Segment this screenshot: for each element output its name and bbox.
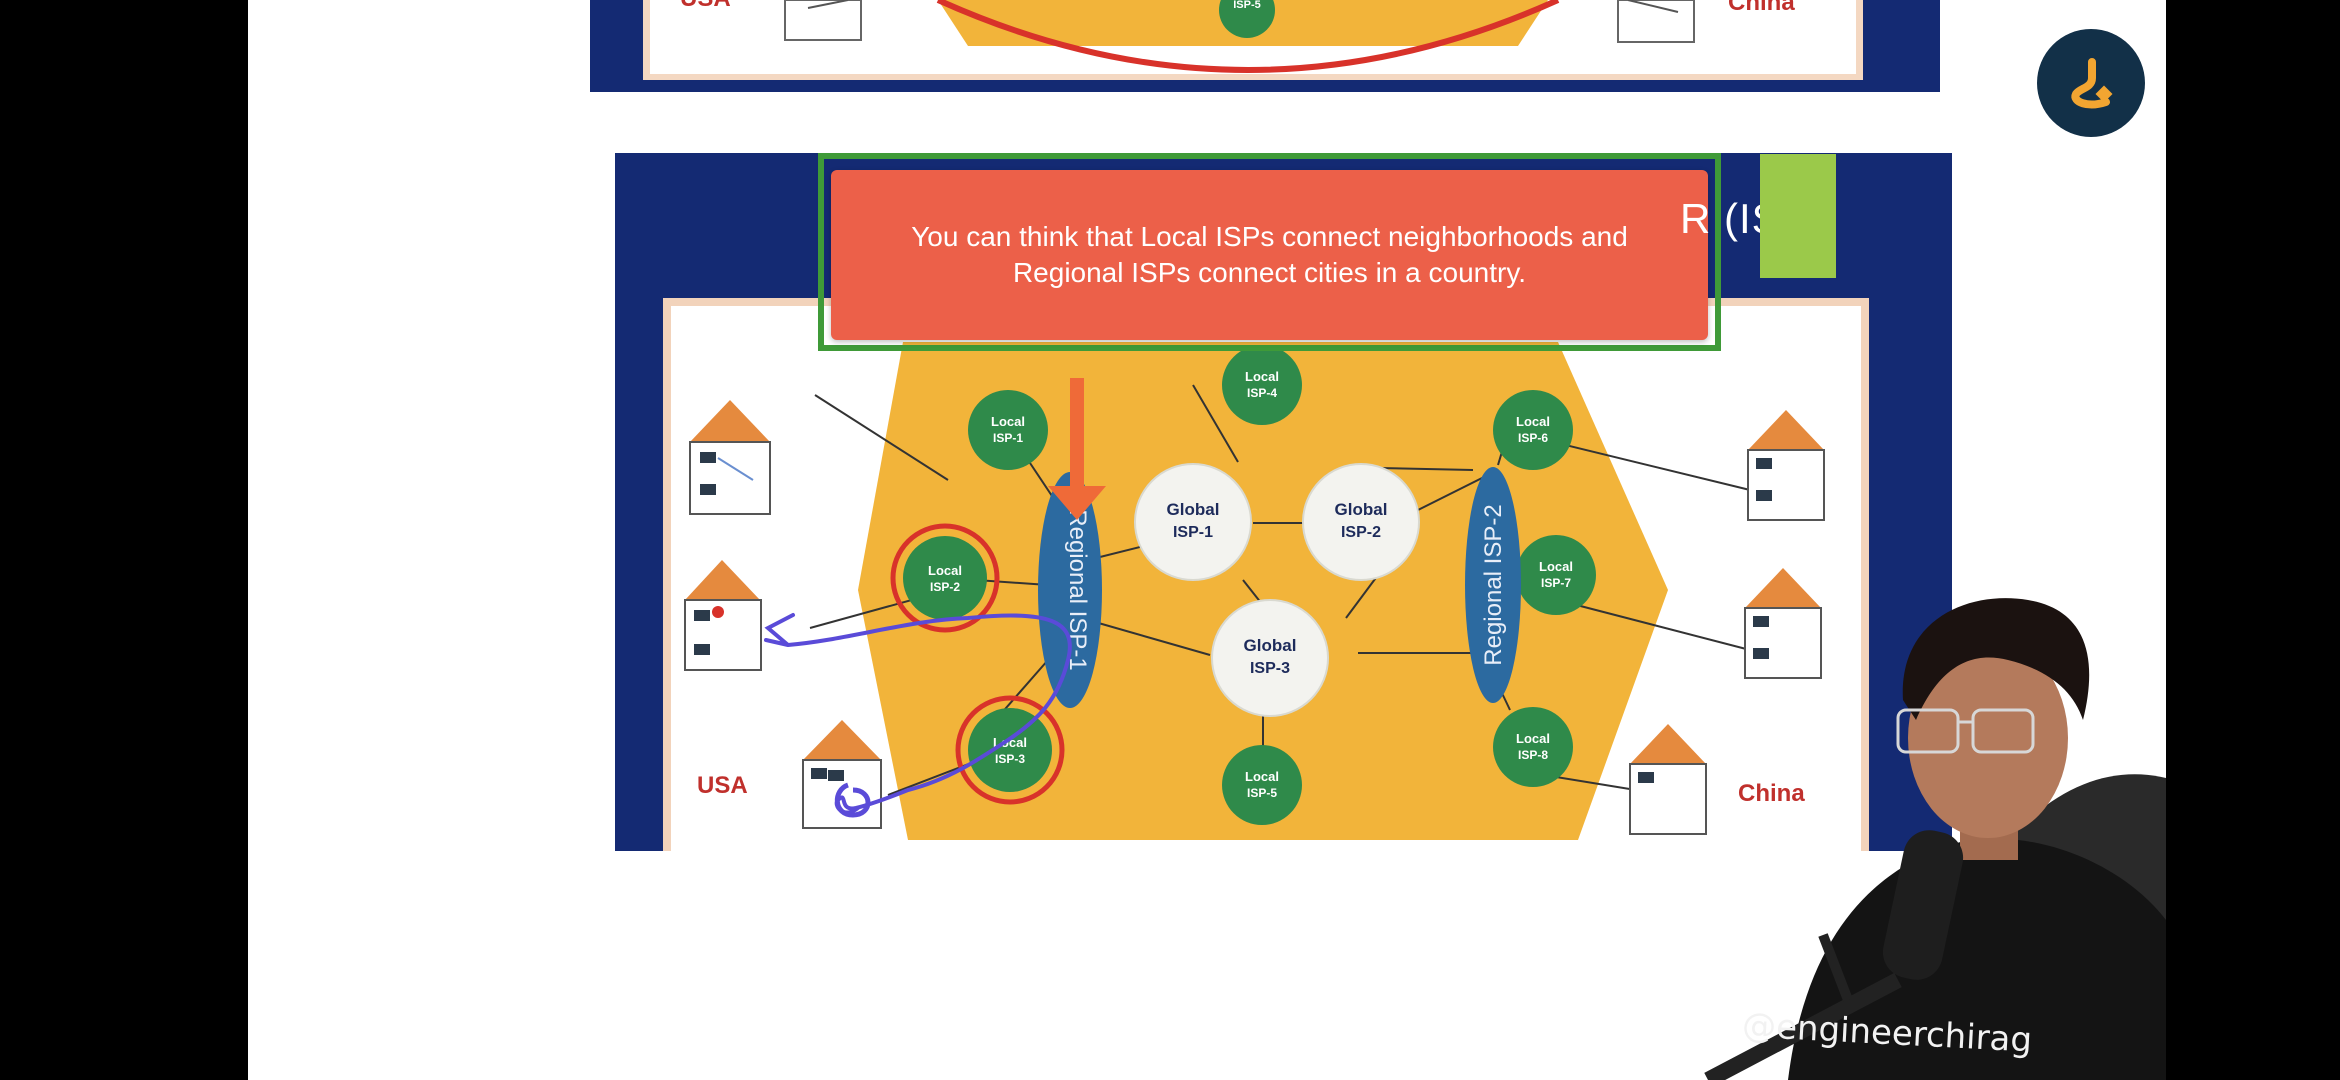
callout-text: You can think that Local ISPs connect ne…	[911, 221, 1628, 288]
svg-text:Local: Local	[1245, 369, 1279, 384]
house-icon	[1747, 410, 1825, 521]
video-frame: ISP-5 USA China	[248, 0, 2166, 1080]
china-label: China	[1738, 780, 1805, 807]
computer-icon	[811, 768, 827, 779]
svg-text:ISP-3: ISP-3	[995, 752, 1025, 766]
computer-icon	[694, 644, 710, 655]
computer-icon	[700, 452, 716, 463]
computer-icon	[1753, 648, 1769, 659]
slides-canvas: ISP-5 USA China	[590, 0, 2166, 1080]
usa-label: USA	[697, 772, 748, 799]
svg-text:Local: Local	[991, 414, 1025, 429]
house-icon	[784, 0, 862, 41]
glasses-left	[1896, 708, 1960, 754]
svg-text:ISP-1: ISP-1	[1173, 524, 1213, 541]
callout-box: You can think that Local ISPs connect ne…	[831, 170, 1708, 340]
svg-text:Local: Local	[928, 563, 962, 578]
computer-icon	[1753, 616, 1769, 627]
svg-text:ISP-6: ISP-6	[1518, 431, 1548, 445]
local-isp-1-node: Local ISP-1	[968, 390, 1048, 470]
house-icon	[689, 400, 771, 515]
svg-text:ISP-3: ISP-3	[1250, 660, 1290, 677]
house-icon	[684, 560, 762, 671]
computer-icon	[1756, 458, 1772, 469]
regional-isp-1-node: Regional ISP-1	[1038, 472, 1102, 708]
svg-text:Global: Global	[1244, 636, 1297, 655]
top-slide-node-label: ISP-5	[1233, 0, 1261, 11]
local-isp-4-node: Local ISP-4	[1222, 345, 1302, 425]
svg-text:Regional ISP-2: Regional ISP-2	[1480, 504, 1507, 665]
presenter-hair	[1902, 598, 2090, 720]
global-isp-3-node: Global ISP-3	[1211, 599, 1329, 717]
brand-logo-icon	[2037, 29, 2145, 137]
presenter-body	[1788, 838, 2166, 1080]
main-slide: Local ISP-1 Local ISP-2 Local ISP-3 Loca…	[615, 153, 1952, 851]
svg-text:ISP-5: ISP-5	[1247, 786, 1277, 800]
svg-text:Global: Global	[1167, 500, 1220, 519]
regional-isp-2-node: Regional ISP-2	[1465, 467, 1521, 703]
title-accent-tab	[1760, 154, 1836, 278]
computer-icon	[828, 770, 844, 781]
local-isp-2-node: Local ISP-2	[890, 523, 1000, 633]
local-isp-5-node: Local ISP-5	[1222, 745, 1302, 825]
svg-text:Local: Local	[1539, 559, 1573, 574]
glasses-right	[1971, 708, 2035, 754]
computer-icon	[694, 610, 710, 621]
house-icon	[1744, 568, 1822, 679]
top-slide: ISP-5 USA China	[590, 0, 1940, 92]
local-isp-6-node: Local ISP-6	[1493, 390, 1573, 470]
callout-highlight-frame	[818, 153, 1721, 351]
svg-text:ISP-4: ISP-4	[1247, 386, 1277, 400]
global-isp-2-node: Global ISP-2	[1302, 463, 1420, 581]
down-arrow-icon	[1048, 378, 1106, 520]
top-slide-usa-label: USA	[680, 0, 731, 12]
local-isp-7-node: Local ISP-7	[1516, 535, 1596, 615]
svg-text:Global: Global	[1335, 500, 1388, 519]
computer-icon	[1638, 772, 1654, 783]
svg-text:ISP-1: ISP-1	[993, 431, 1023, 445]
svg-text:Local: Local	[1516, 731, 1550, 746]
house-icon	[1617, 0, 1695, 43]
house-icon	[802, 720, 882, 829]
svg-text:ISP-7: ISP-7	[1541, 576, 1571, 590]
presenter-video	[1704, 598, 2166, 1080]
svg-text:Local: Local	[1516, 414, 1550, 429]
microphone-icon	[1704, 830, 1964, 1080]
presenter-face	[1908, 638, 2068, 838]
svg-text:ISP-2: ISP-2	[930, 580, 960, 594]
global-isp-1-node: Global ISP-1	[1134, 463, 1252, 581]
annotation-stroke	[764, 613, 1072, 815]
computer-icon	[1756, 490, 1772, 501]
computer-icon	[700, 484, 716, 495]
svg-text:ISP-8: ISP-8	[1518, 748, 1548, 762]
svg-text:ISP-2: ISP-2	[1341, 524, 1381, 541]
local-isp-3-node: Local ISP-3	[955, 695, 1065, 805]
annotation-loop	[834, 782, 871, 818]
hexagon-area	[858, 342, 1668, 840]
top-slide-china-label: China	[1728, 0, 1795, 16]
house-icon	[1629, 724, 1707, 835]
svg-text:Local: Local	[1245, 769, 1279, 784]
local-isp-8-node: Local ISP-8	[1493, 707, 1573, 787]
